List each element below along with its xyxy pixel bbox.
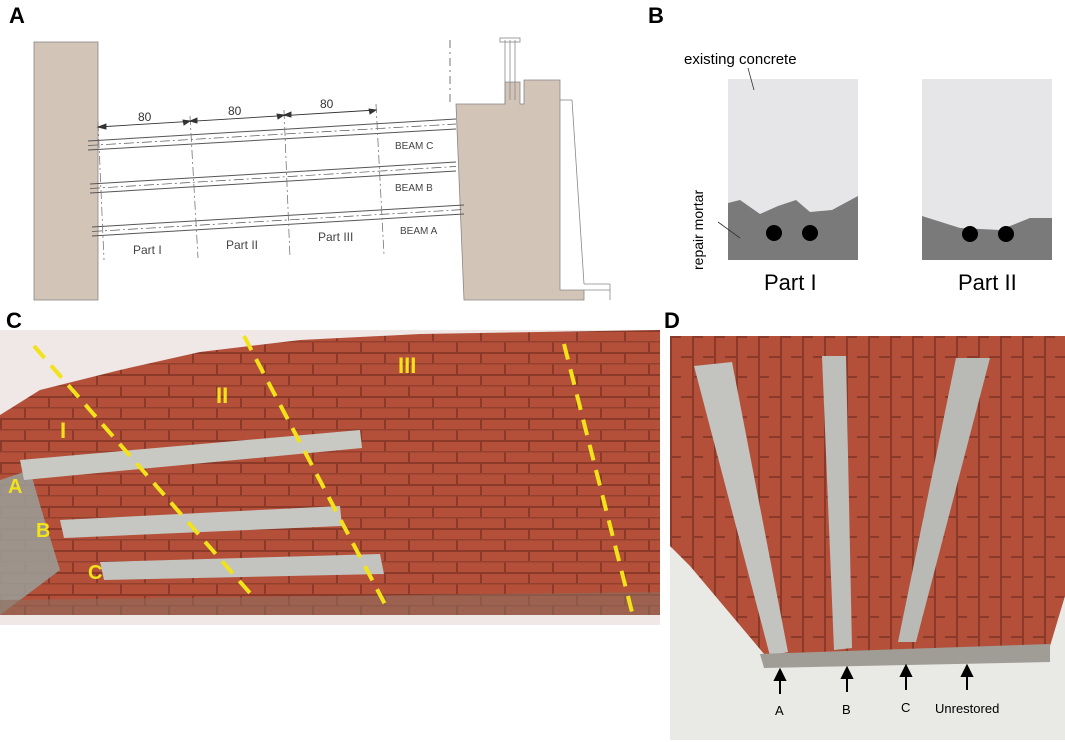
beam-c-photo [100, 554, 384, 580]
panel-c-letter: C [6, 308, 22, 333]
brick-ceiling [0, 330, 660, 615]
panel-d-letter: D [664, 308, 680, 333]
beam-b-label: BEAM B [395, 183, 433, 194]
section-2-photo-label: II [216, 383, 228, 408]
dimension-label-3: 80 [320, 97, 334, 111]
right-wall [455, 79, 585, 301]
panel-b-letter: B [648, 3, 664, 28]
indicator-arrows [773, 663, 974, 694]
rebar-dot [766, 225, 782, 241]
rebar-dot [962, 226, 978, 242]
beam-c-label: BEAM C [395, 141, 433, 152]
dimension-label-2: 80 [228, 104, 242, 118]
section-1-photo-label: I [60, 418, 66, 443]
leader-line [717, 221, 741, 239]
section-boundary-lines [32, 335, 636, 621]
beam-b-photo [60, 506, 342, 538]
beam-a-photo-label: A [8, 476, 22, 498]
left-wall [33, 41, 99, 301]
arrow-b-label: B [842, 702, 851, 717]
dimension-label-1: 80 [138, 110, 152, 124]
section-dividers [97, 103, 385, 261]
panel-a-letter: A [9, 3, 25, 28]
beam-c-photo [898, 358, 990, 642]
beam-b-photo [822, 356, 852, 650]
part-1-label: Part I [133, 243, 162, 257]
leader-line [747, 67, 755, 91]
dimension-line [96, 108, 378, 130]
section-2-title: Part II [958, 270, 1017, 295]
rebar-dot [802, 225, 818, 241]
panel-b-cross-sections: existing concrete repair mortar Part I P… [684, 51, 1052, 295]
beam-a-label: BEAM A [400, 226, 438, 237]
beam-lines [87, 118, 465, 237]
arrow-a-label: A [775, 703, 784, 718]
beam-a-photo [20, 430, 362, 480]
arrow-c-label: C [901, 700, 910, 715]
beam-a-photo [694, 362, 788, 656]
section-1-mortar [728, 196, 858, 260]
beam-c-photo-label: C [88, 562, 102, 584]
existing-concrete-label: existing concrete [684, 51, 797, 68]
section-2-mortar [922, 216, 1052, 260]
panel-d-photo: A B C Unrestored [670, 336, 1065, 740]
beam-b-photo-label: B [36, 520, 50, 542]
repair-mortar-label: repair mortar [690, 190, 706, 270]
part-3-label: Part III [318, 230, 353, 244]
rebar-dot [998, 226, 1014, 242]
panel-a-plan-drawing: 80 80 80 BEAM C BEAM B BEAM A Part I Par… [33, 37, 611, 301]
arrow-unrestored-label: Unrestored [935, 701, 999, 716]
part-2-label: Part II [226, 238, 258, 252]
section-1-title: Part I [764, 270, 817, 295]
section-3-photo-label: III [398, 353, 416, 378]
panel-c-photo: I II III A B C [0, 330, 660, 625]
